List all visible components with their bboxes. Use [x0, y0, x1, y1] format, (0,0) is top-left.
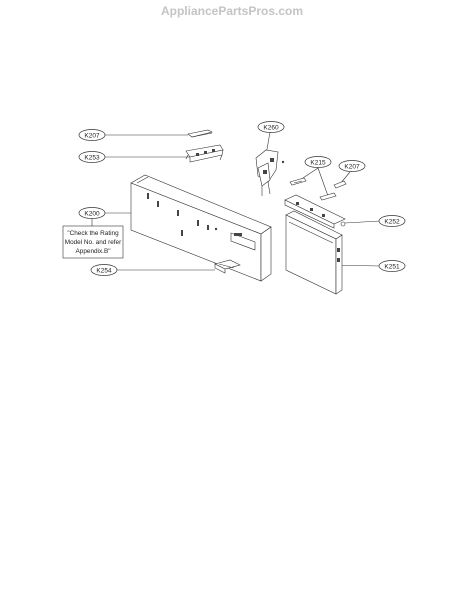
label-k260: K260 [263, 124, 279, 131]
note-box [62, 225, 124, 259]
leader-k252 [344, 220, 381, 224]
note-line-1: "Check the Rating [67, 230, 119, 237]
label-k215: K215 [310, 159, 326, 166]
label-k253: K253 [84, 154, 100, 161]
label-k252: K252 [384, 218, 400, 225]
label-k207b: K207 [344, 163, 360, 170]
part-k215-strips [289, 177, 337, 201]
leader-k215-b [317, 167, 329, 197]
callout-k251 [378, 260, 406, 272]
callout-k207a [78, 129, 106, 141]
callout-k253 [78, 151, 106, 163]
part-k253-bracket [185, 144, 224, 163]
callout-k260 [257, 121, 285, 133]
label-k251: K251 [384, 263, 400, 270]
note-line-2: Model No. and refer [65, 239, 122, 246]
label-k207a: K207 [84, 132, 100, 139]
part-k252-bracket [284, 194, 346, 229]
callout-k254 [90, 264, 118, 276]
part-k254 [214, 259, 241, 274]
part-k260-module [255, 149, 285, 196]
part-k251-board [285, 210, 343, 295]
part-k207-strip-right [333, 180, 347, 189]
label-k200: K200 [84, 210, 100, 217]
callout-k200 [78, 207, 106, 219]
note-line-3: Appendix.B" [76, 248, 111, 255]
callout-k252 [378, 215, 406, 227]
part-k207-strip-left [187, 129, 213, 138]
callout-k207b [338, 160, 366, 172]
label-k254: K254 [96, 267, 112, 274]
callout-k215 [304, 156, 332, 168]
part-k200-front-panel [130, 174, 272, 282]
watermark: AppliancePartsPros.com [160, 4, 304, 18]
